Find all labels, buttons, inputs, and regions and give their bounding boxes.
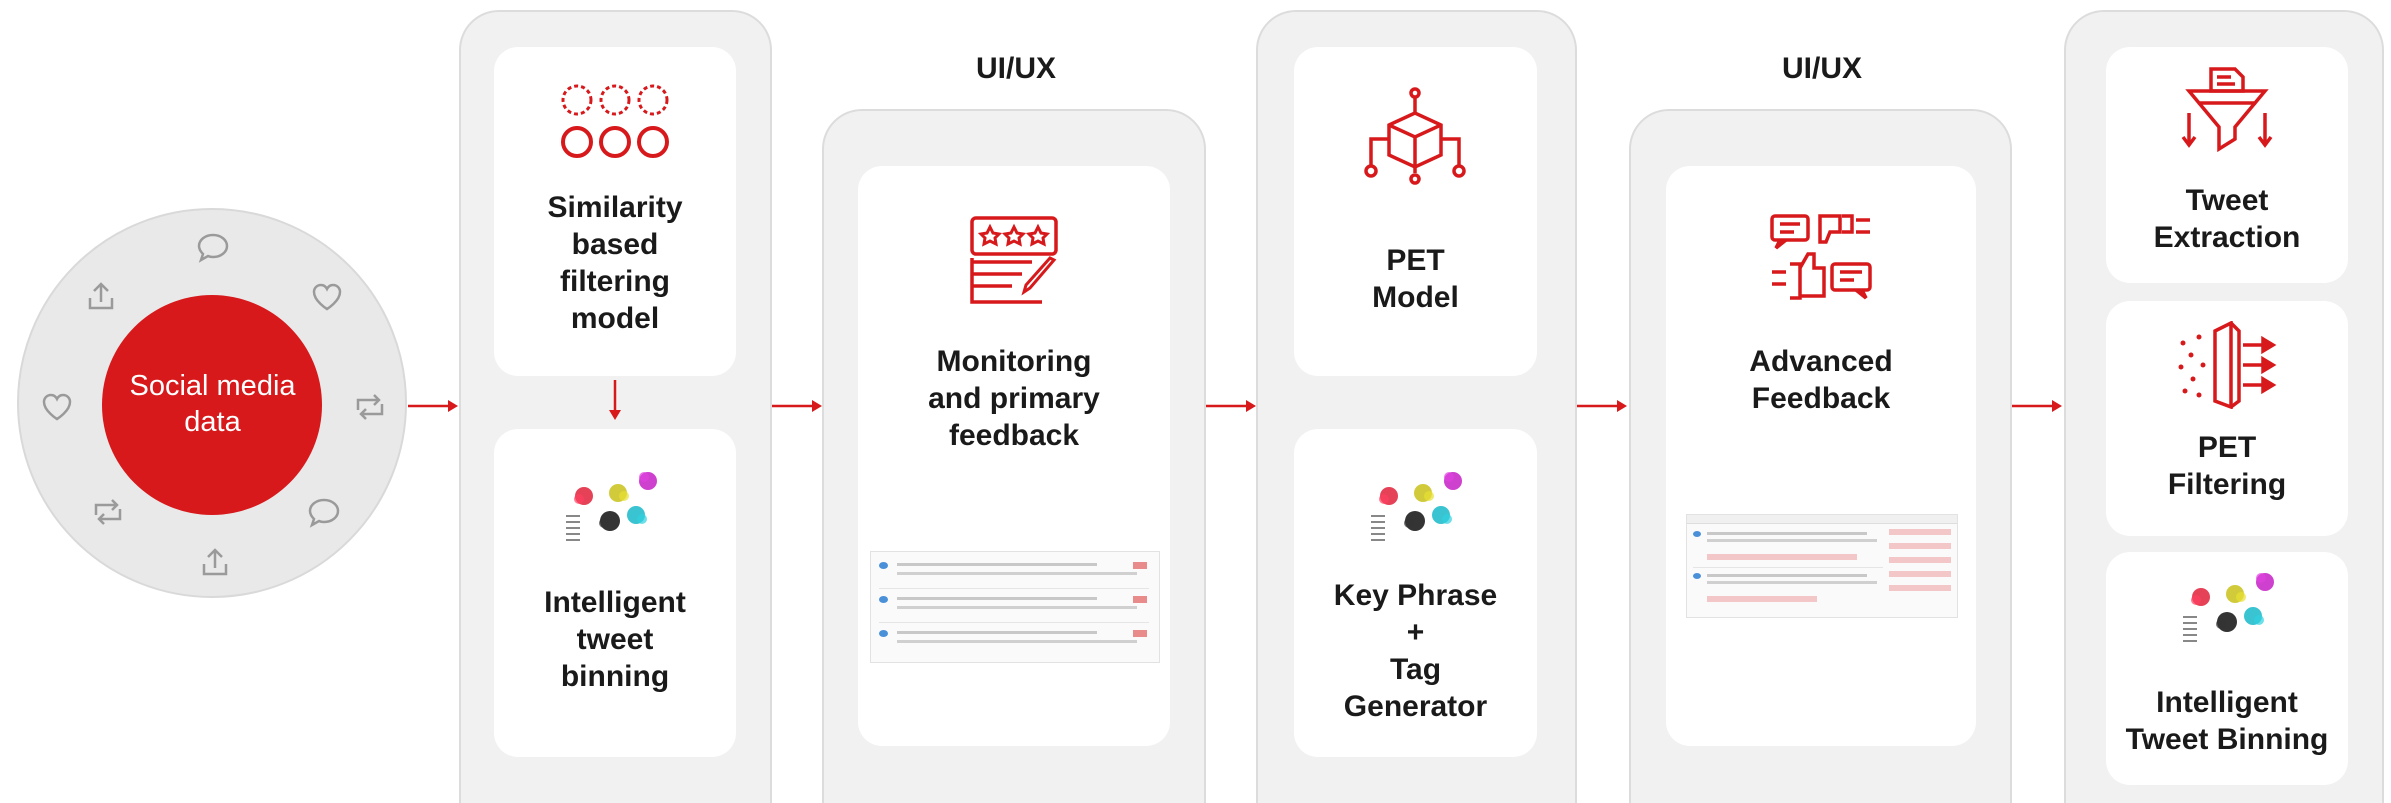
funnel-icon	[2181, 67, 2273, 153]
tweet-binning-label: Intelligent tweet binning	[544, 586, 686, 693]
tweet-extraction-label: Tweet Extraction	[2153, 184, 2301, 254]
social-media-core	[102, 295, 322, 515]
advanced-feedback-label: Advanced Feedback	[1749, 345, 1893, 415]
rating-stars-icon	[970, 216, 1058, 304]
monitoring-card: Monitoring and primary feedback	[858, 166, 1170, 746]
share-icon	[88, 282, 114, 310]
dashboard-screenshot	[1686, 514, 1958, 618]
social-media-label: Social media data	[129, 370, 296, 438]
cluster-scatter-icon	[566, 472, 657, 541]
pet-model-card: PET Model	[1294, 47, 1537, 376]
tweet-extraction-card: Tweet Extraction	[2106, 47, 2348, 283]
key-phrase-label: Key Phrase + Tag Generator	[1333, 579, 1498, 723]
flow-arrow	[1206, 400, 1256, 412]
uiux-heading-2: UI/UX	[1781, 52, 1862, 85]
flow-arrow	[408, 400, 458, 412]
monitoring-label: Monitoring and primary feedback	[928, 345, 1100, 452]
feedback-thumbs-icon	[1770, 214, 1872, 300]
down-arrow	[609, 380, 621, 420]
similarity-filter-card: Similarity based filtering model	[494, 47, 736, 376]
chat-bubble-icon	[197, 233, 229, 263]
similarity-filter-label: Similarity based filtering model	[547, 191, 683, 335]
three-circles-icon	[561, 84, 669, 158]
cube-network-icon	[1364, 87, 1466, 185]
flow-arrow	[1577, 400, 1627, 412]
tweet-binning-card: Intelligent tweet binning	[494, 429, 736, 757]
cluster-scatter-icon	[2183, 573, 2274, 642]
heart-icon	[312, 283, 342, 311]
flow-arrow	[2012, 400, 2062, 412]
feedback-screenshot	[870, 551, 1160, 663]
pet-model-label: PET Model	[1372, 244, 1459, 314]
flow-arrow	[772, 400, 822, 412]
retweet-icon	[94, 499, 122, 525]
chat-bubble-icon	[308, 498, 340, 528]
tweet-binning-card-2: Intelligent Tweet Binning	[2106, 552, 2348, 785]
advanced-feedback-card: Advanced Feedback	[1666, 166, 1976, 746]
share-icon	[202, 548, 228, 576]
tweet-binning-label-2: Intelligent Tweet Binning	[2125, 686, 2329, 756]
filter-panel-icon	[2178, 321, 2277, 409]
key-phrase-card: Key Phrase + Tag Generator	[1294, 429, 1537, 757]
cluster-scatter-icon	[1371, 472, 1462, 541]
retweet-icon	[356, 394, 384, 420]
pet-filtering-label: PET Filtering	[2167, 431, 2287, 501]
pet-filtering-card: PET Filtering	[2106, 301, 2348, 536]
heart-icon	[42, 393, 72, 421]
uiux-heading-1: UI/UX	[975, 52, 1056, 85]
